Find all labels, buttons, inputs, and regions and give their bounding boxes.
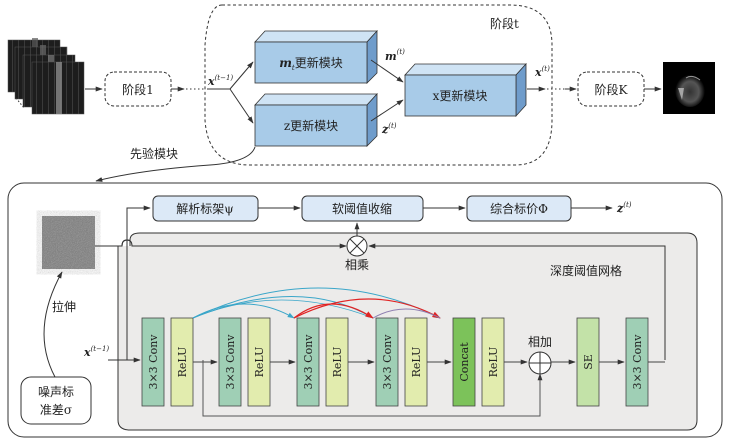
dense-connections bbox=[192, 287, 441, 319]
noise-map-image bbox=[42, 216, 95, 269]
x-update-block: x更新模块 bbox=[404, 62, 527, 118]
svg-text:x更新模块: x更新模块 bbox=[433, 88, 488, 103]
stretch-label: 拉伸 bbox=[52, 299, 76, 314]
arrow-to-m-block bbox=[229, 61, 254, 90]
input-kspace-stack bbox=[7, 38, 85, 115]
svg-text:准差σ: 准差σ bbox=[40, 403, 72, 417]
layer-concat-9 bbox=[452, 317, 476, 407]
layer-label: ReLU bbox=[253, 347, 266, 378]
layer-label: ReLU bbox=[176, 347, 189, 378]
svg-text:z更新模块: z更新模块 bbox=[284, 118, 338, 133]
stage-k-label: 阶段K bbox=[595, 82, 629, 97]
arrow-z-to-x bbox=[370, 99, 404, 122]
noise-std-box bbox=[20, 376, 92, 425]
x-out-label: x(t) bbox=[534, 65, 550, 79]
arrow-to-z-block bbox=[229, 88, 254, 124]
z-update-block: z更新模块 bbox=[254, 92, 378, 147]
layer-label: 3×3 Conv bbox=[147, 334, 160, 390]
prior-module-label: 先验模块 bbox=[130, 146, 178, 161]
stage-t-title: 阶段t bbox=[490, 16, 519, 31]
layer-label: Concat bbox=[458, 342, 471, 382]
arrow-network-to-multiply bbox=[368, 243, 666, 360]
layer-conv-7 bbox=[375, 317, 399, 407]
residual-skip-line bbox=[202, 360, 543, 417]
svg-text:综合标价Φ: 综合标价Φ bbox=[490, 201, 548, 216]
m-update-block: mt更新模块 bbox=[254, 29, 378, 84]
z-out-label: z(t) bbox=[381, 122, 397, 136]
arrow-to-prior-module bbox=[95, 146, 256, 182]
svg-text:解析标架ψ: 解析标架ψ bbox=[176, 202, 233, 216]
stage-t-box bbox=[204, 4, 553, 166]
arrow-m-to-x bbox=[370, 59, 404, 83]
x-input-label: x(t−1) bbox=[83, 345, 109, 359]
arrow-stretch bbox=[43, 271, 63, 378]
output-mri-image bbox=[663, 62, 715, 114]
z-output-label: z(t) bbox=[616, 201, 632, 215]
layer-label: 3×3 Conv bbox=[302, 334, 315, 390]
layer-conv-5 bbox=[296, 317, 320, 407]
x-prev-label: x(t−1) bbox=[207, 74, 233, 88]
add-label: 相加 bbox=[528, 335, 552, 349]
network-title: 深度阈值网格 bbox=[550, 263, 622, 278]
layer-conv-3 bbox=[218, 317, 242, 407]
m-out-label: m(t) bbox=[385, 48, 405, 63]
layer-label: ReLU bbox=[410, 347, 423, 378]
layer-conv-1 bbox=[141, 317, 165, 407]
stage1-label: 阶段1 bbox=[122, 82, 154, 97]
layer-label: 3×3 Conv bbox=[381, 334, 394, 390]
layer-stack: 3×3 Conv ReLU 3×3 Conv ReLU 3×3 Conv ReLU 3×3 … bbox=[141, 317, 665, 407]
layer-label: 3×3 Conv bbox=[631, 334, 644, 390]
layer-label: ReLU bbox=[331, 347, 344, 378]
layer-label: ReLU bbox=[487, 347, 500, 378]
svg-text:软阈值收缩: 软阈值收缩 bbox=[332, 201, 392, 216]
multiply-label: 相乘 bbox=[345, 258, 369, 272]
layer-label: 3×3 Conv bbox=[224, 334, 237, 390]
dense-skip-purple bbox=[372, 308, 441, 319]
dense-skip-red-2 bbox=[293, 298, 441, 319]
svg-text:噪声标: 噪声标 bbox=[38, 385, 74, 399]
layer-label: SE bbox=[582, 354, 595, 370]
svg-text:mt更新模块: mt更新模块 bbox=[279, 55, 343, 72]
